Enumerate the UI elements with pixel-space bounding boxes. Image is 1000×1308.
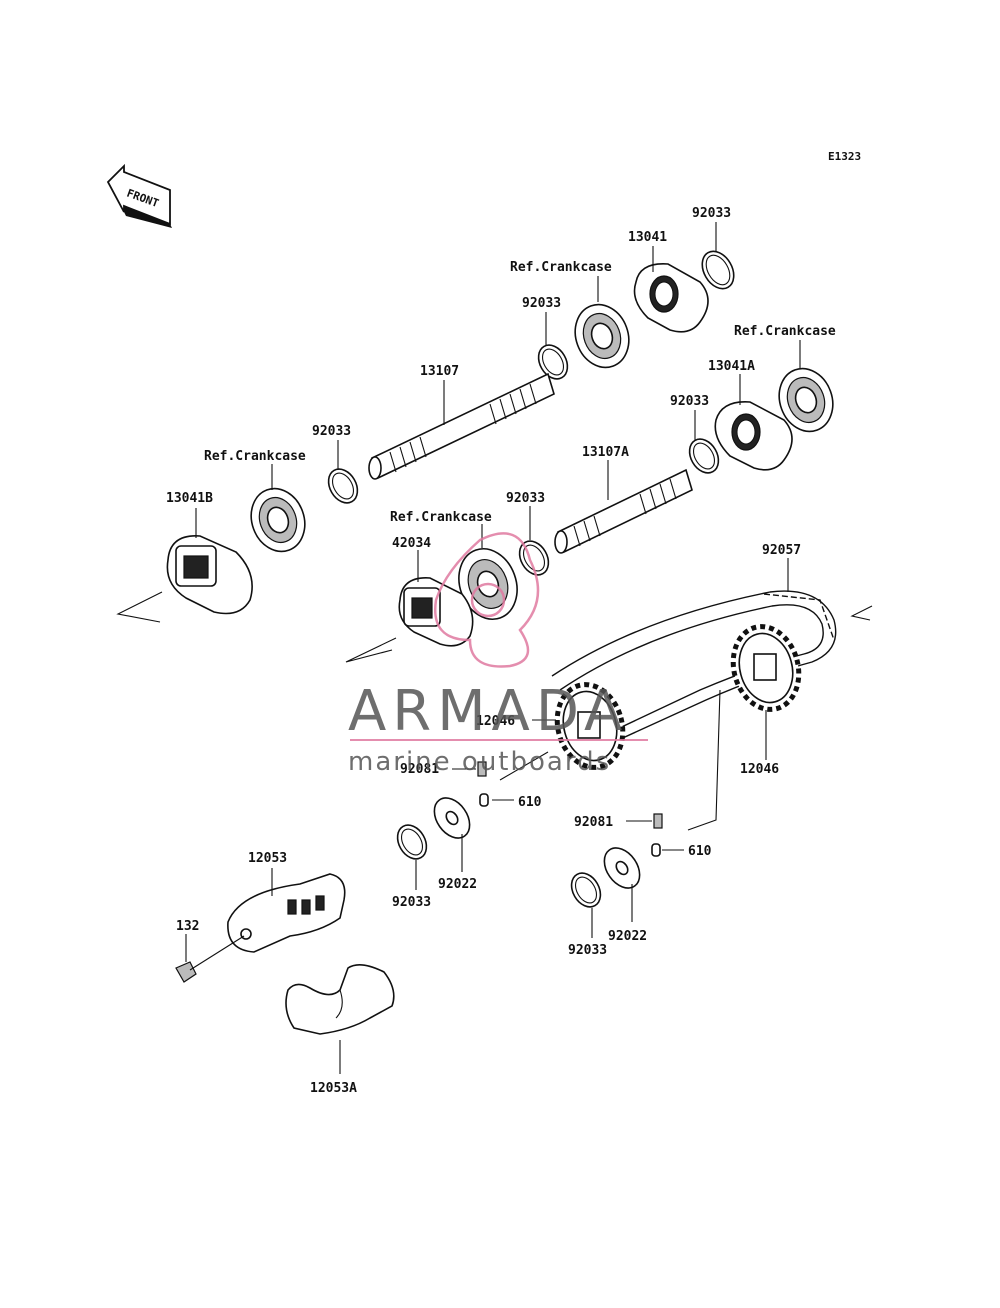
cam-13041A [714, 401, 793, 471]
bearing-crankcase-1 [574, 303, 630, 369]
circlip-92033-c [688, 438, 720, 474]
chain-92057 [551, 590, 837, 753]
washer-92022-left [433, 797, 471, 839]
bearing-crankcase-2 [778, 367, 834, 433]
washer-92022-right [603, 847, 641, 889]
label-92057: 92057 [762, 543, 801, 558]
circlip-92033-e [518, 540, 550, 576]
spring-92081-left [477, 761, 487, 777]
label-92033-d: 92033 [312, 424, 351, 439]
cam-13041B [166, 535, 253, 615]
circlip-92033-top [701, 250, 735, 290]
label-ref-crankcase-3: Ref.Crankcase [204, 449, 306, 464]
label-12053A: 12053A [310, 1081, 357, 1096]
label-ref-crankcase-4: Ref.Crankcase [390, 510, 492, 525]
sprocket-12046-right [730, 624, 802, 712]
label-92033-e: 92033 [506, 491, 545, 506]
label-92033-b: 92033 [522, 296, 561, 311]
cam-13041 [633, 263, 709, 333]
label-132: 132 [176, 919, 199, 934]
label-92081-left: 92081 [400, 762, 439, 777]
label-12053: 12053 [248, 851, 287, 866]
label-42034: 42034 [392, 536, 431, 551]
pin-610-right [651, 843, 661, 857]
front-arrow-icon: FRONT [106, 163, 172, 228]
chain-guide-12053A [285, 964, 395, 1035]
label-12046-left: 12046 [476, 714, 515, 729]
circlip-92033-f [396, 824, 428, 860]
circlip-92033-b [537, 344, 569, 380]
label-13041: 13041 [628, 230, 667, 245]
label-610-left: 610 [518, 795, 542, 810]
watermark-tagline: marine outboards [348, 747, 611, 777]
label-92022-left: 92022 [438, 877, 477, 892]
chain-guide-12053 [227, 873, 346, 953]
label-92022-right: 92022 [608, 929, 647, 944]
shaft-13107 [368, 372, 555, 480]
label-13107A: 13107A [582, 445, 629, 460]
label-13107: 13107 [420, 364, 459, 379]
label-92081-right: 92081 [574, 815, 613, 830]
pin-610-left [479, 793, 489, 807]
label-92033-c: 92033 [670, 394, 709, 409]
label-12046-right: 12046 [740, 762, 779, 777]
circlip-92033-g [570, 872, 602, 908]
label-13041A: 13041A [708, 359, 755, 374]
label-ref-crankcase-1: Ref.Crankcase [510, 260, 612, 275]
watermark-brand: ARMADA [348, 679, 628, 744]
label-ref-crankcase-2: Ref.Crankcase [734, 324, 836, 339]
spring-92081-right [653, 813, 663, 829]
armada-watermark-logo: ARMADA marine outboards [348, 532, 648, 777]
diagram-code: E1323 [828, 150, 861, 163]
label-92033-g: 92033 [568, 943, 607, 958]
shaft-13107A [554, 468, 693, 554]
bearing-crankcase-3 [250, 487, 306, 553]
label-92033-f: 92033 [392, 895, 431, 910]
label-13041B: 13041B [166, 491, 213, 506]
circlip-92033-d [327, 468, 359, 504]
sprocket-12046-left [554, 682, 626, 770]
label-610-right: 610 [688, 844, 712, 859]
bolt-132 [175, 935, 245, 983]
label-92033-top: 92033 [692, 206, 731, 221]
